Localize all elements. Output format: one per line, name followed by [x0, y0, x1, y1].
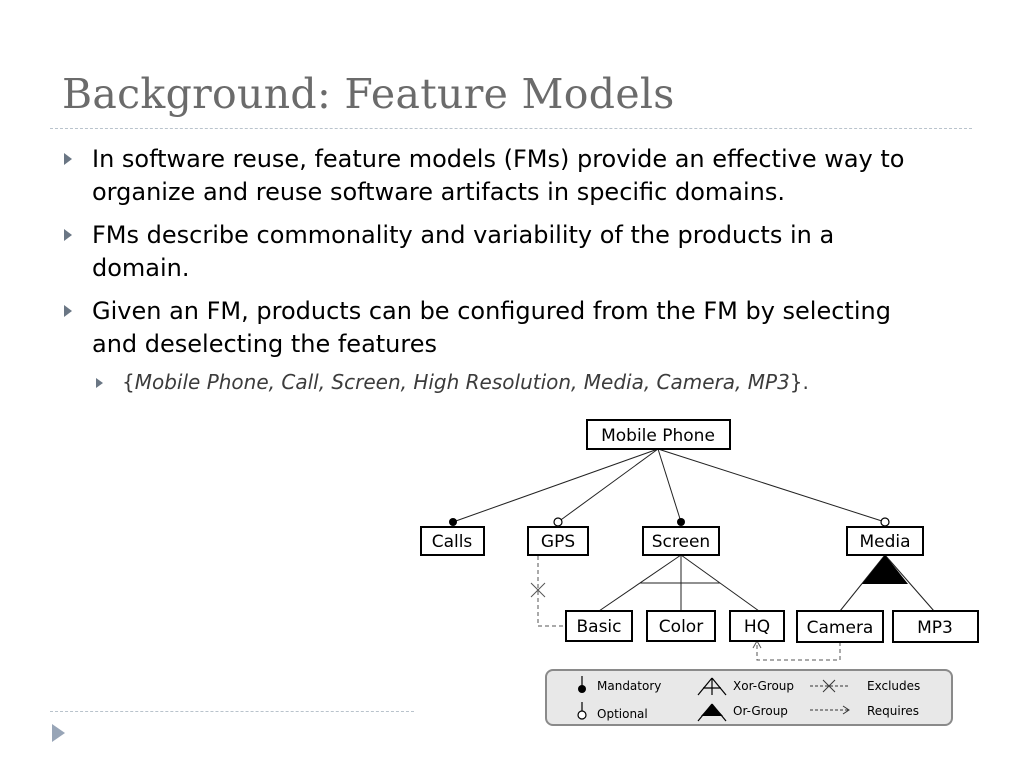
or-group-marker — [862, 555, 908, 584]
bullet-marker — [64, 229, 72, 241]
legend-excludes-label: Excludes — [867, 679, 920, 693]
bullet-2-line-1: FMs describe commonality and variability… — [92, 221, 835, 249]
legend-optional-label: Optional — [597, 707, 648, 721]
feature-label: Basic — [576, 617, 621, 637]
title-divider — [50, 128, 972, 129]
slide-nav-arrow-icon[interactable] — [52, 724, 65, 742]
bullet-3-line-1: Given an FM, products can be configured … — [92, 297, 891, 325]
legend-or-label: Or-Group — [733, 704, 788, 718]
feature-label: Media — [859, 532, 910, 552]
root-label: Mobile Phone — [601, 426, 715, 446]
feature-label: Camera — [807, 618, 874, 638]
bullet-1-line-2: organize and reuse software artifacts in… — [92, 178, 786, 206]
slide-title: Background: Feature Models — [62, 70, 675, 118]
bullet-marker — [64, 305, 72, 317]
sub-bullet: {Mobile Phone, Call, Screen, High Resolu… — [122, 370, 809, 394]
feature-label: GPS — [541, 532, 575, 552]
feature-label: Color — [659, 617, 703, 637]
footer-divider — [50, 711, 414, 712]
bullet-3-line-2: and deselecting the features — [92, 330, 437, 358]
sub-bullet-marker — [96, 378, 103, 388]
legend-requires-label: Requires — [867, 704, 919, 718]
bullet-2-line-2: domain. — [92, 254, 190, 282]
feature-label: HQ — [744, 617, 770, 637]
bullet-marker — [64, 153, 72, 165]
feature-label: Screen — [652, 532, 710, 552]
feature-label: Calls — [432, 532, 473, 552]
sub-bullet-text: Mobile Phone, Call, Screen, High Resolut… — [134, 370, 790, 394]
legend-mandatory-label: Mandatory — [597, 679, 661, 693]
feature-label: MP3 — [917, 618, 953, 638]
bullet-1-line-1: In software reuse, feature models (FMs) … — [92, 145, 905, 173]
legend-xor-label: Xor-Group — [733, 679, 794, 693]
legend-box — [545, 669, 953, 726]
